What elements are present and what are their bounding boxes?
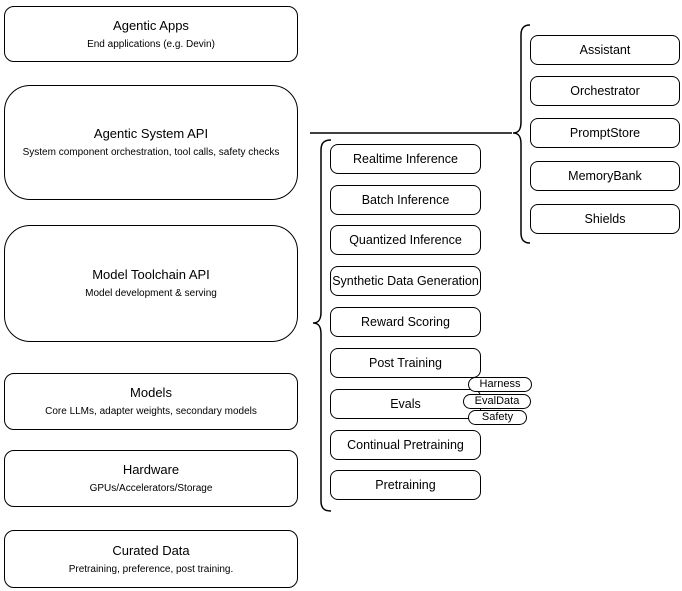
box-models: Models Core LLMs, adapter weights, secon… [4, 373, 298, 430]
box-continual-pretraining: Continual Pretraining [330, 430, 481, 460]
curly-brace-toolchain-group [312, 139, 332, 512]
box-agentic-system-api: Agentic System API System component orch… [4, 85, 298, 200]
box-synthetic-data-generation: Synthetic Data Generation [330, 266, 481, 296]
box-model-toolchain-api: Model Toolchain API Model development & … [4, 225, 298, 342]
box-hardware: Hardware GPUs/Accelerators/Storage [4, 450, 298, 507]
box-realtime-inference: Realtime Inference [330, 144, 481, 174]
box-subtitle: Pretraining, preference, post training. [68, 563, 234, 575]
box-batch-inference: Batch Inference [330, 185, 481, 215]
box-evals: Evals [330, 389, 481, 419]
box-subtitle: End applications (e.g. Devin) [87, 38, 215, 50]
box-orchestrator: Orchestrator [530, 76, 680, 106]
box-title: Curated Data [112, 542, 190, 558]
pill-evaldata: EvalData [463, 394, 531, 409]
box-title: Hardware [122, 462, 180, 477]
box-subtitle: Core LLMs, adapter weights, secondary mo… [45, 406, 257, 417]
box-title: Model Toolchain API [92, 267, 210, 282]
box-reward-scoring: Reward Scoring [330, 307, 481, 337]
box-agentic-apps: Agentic Apps End applications (e.g. Devi… [4, 6, 298, 62]
box-quantized-inference: Quantized Inference [330, 225, 481, 255]
pill-safety: Safety [468, 410, 527, 425]
curly-brace-agent-group [512, 24, 531, 244]
box-shields: Shields [530, 204, 680, 234]
pill-harness: Harness [468, 377, 532, 392]
box-assistant: Assistant [530, 35, 680, 65]
box-title: Agentic System API [93, 126, 209, 141]
box-post-training: Post Training [330, 348, 481, 378]
box-title: Models [130, 385, 172, 400]
box-subtitle: System component orchestration, tool cal… [22, 147, 280, 158]
box-memorybank: MemoryBank [530, 161, 680, 191]
box-subtitle: GPUs/Accelerators/Storage [89, 483, 213, 494]
box-pretraining: Pretraining [330, 470, 481, 500]
box-promptstore: PromptStore [530, 118, 680, 148]
box-curated-data: Curated Data Pretraining, preference, po… [4, 530, 298, 588]
box-subtitle: Model development & serving [85, 288, 217, 299]
box-title: Agentic Apps [113, 17, 189, 33]
